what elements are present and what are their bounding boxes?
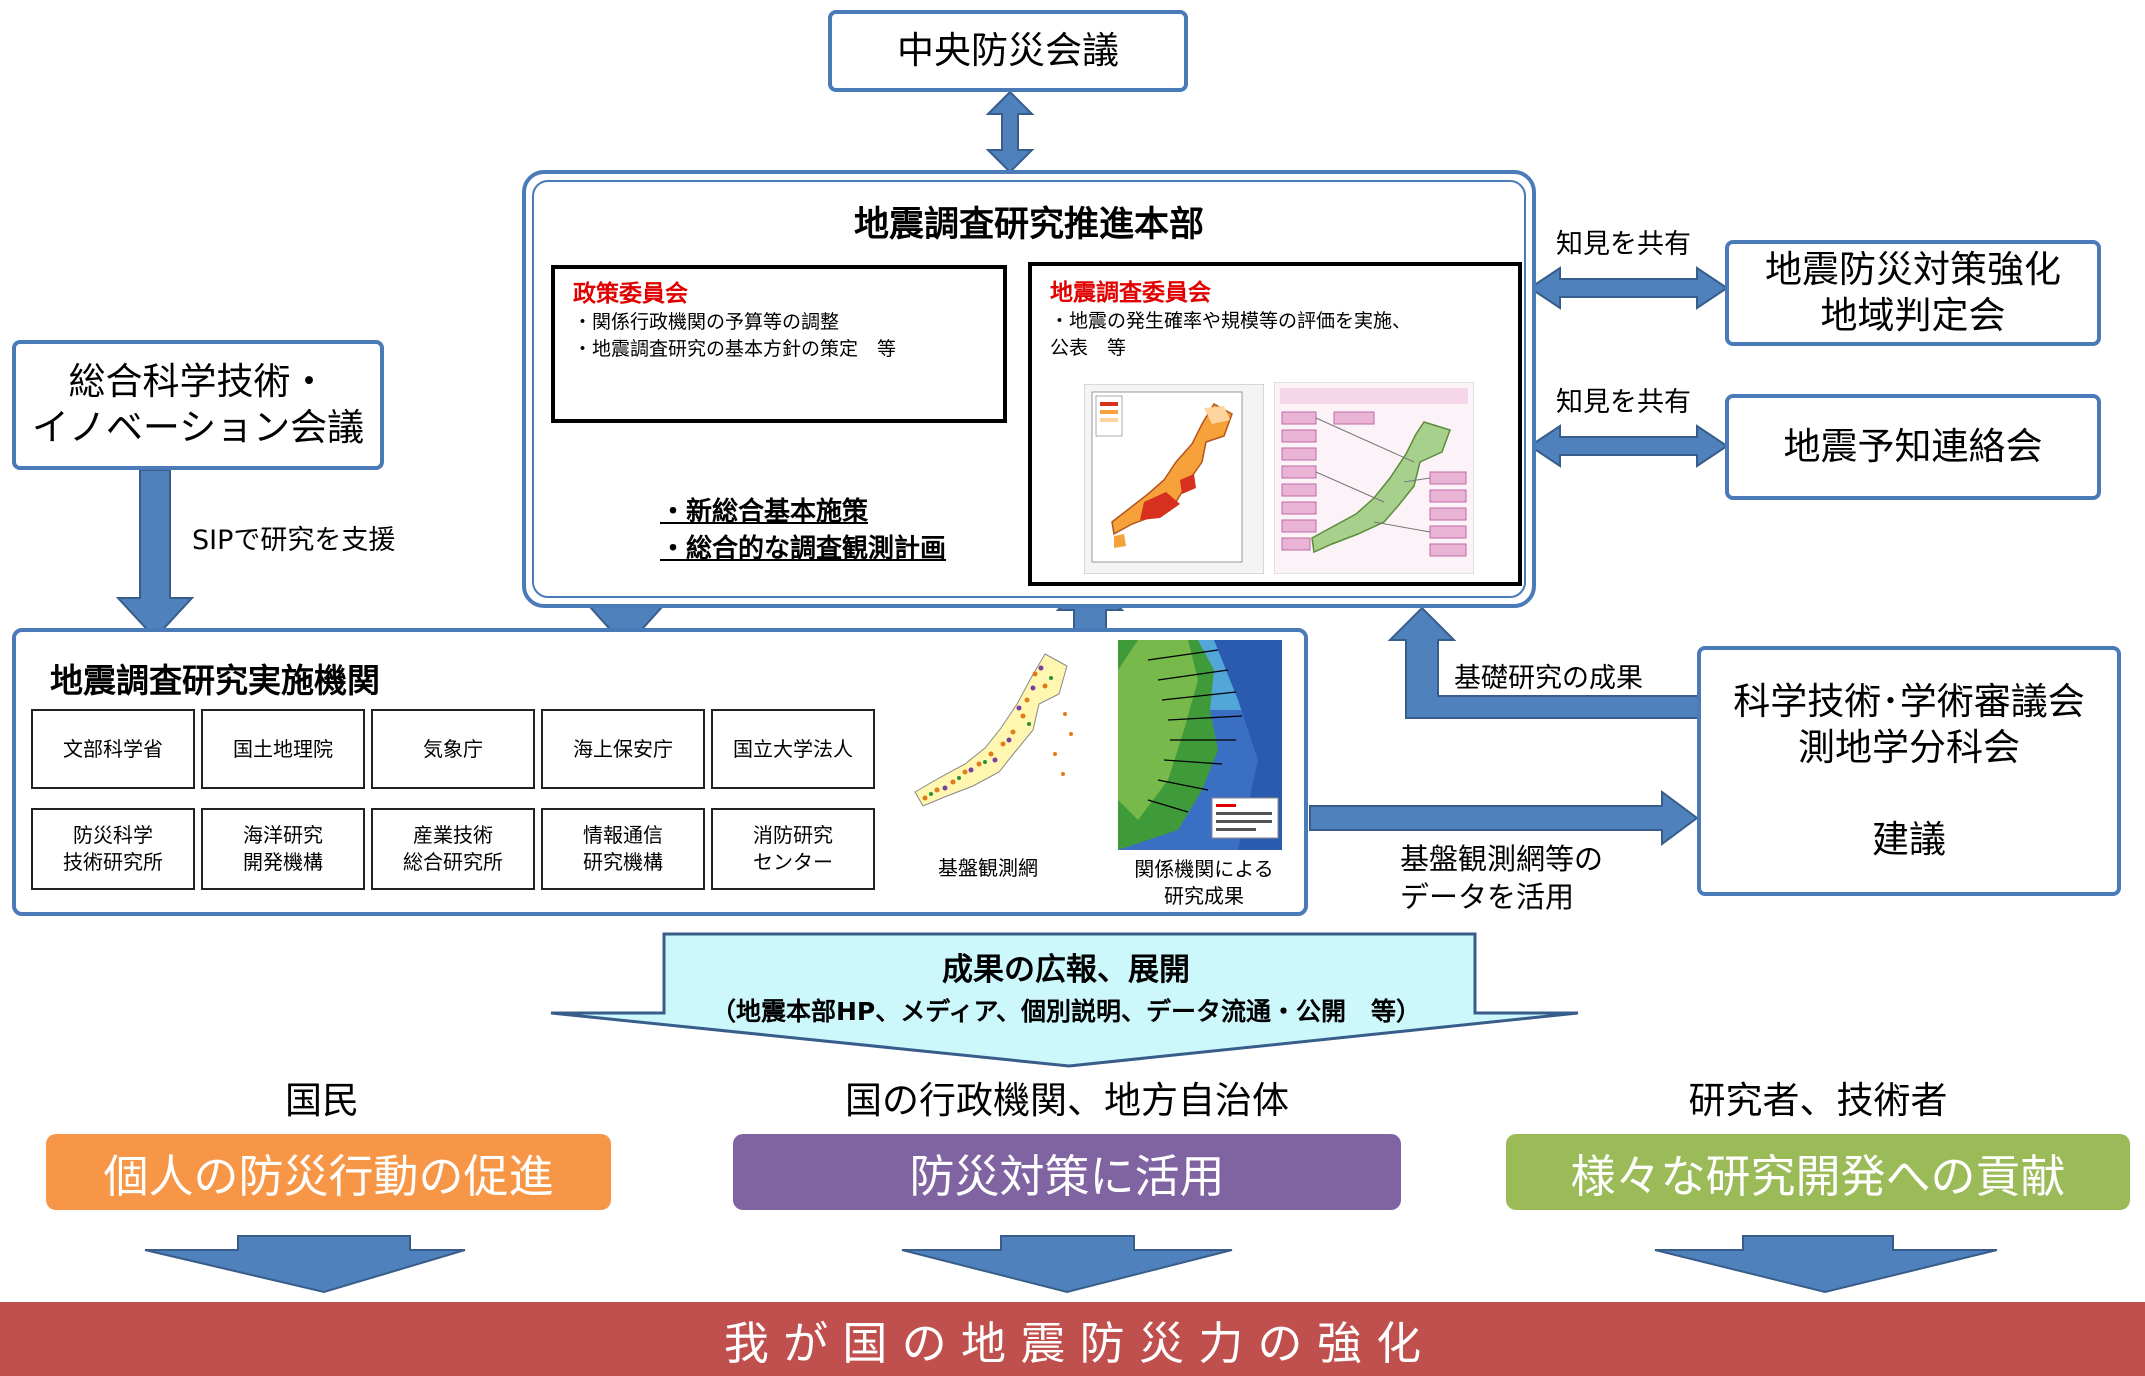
hq-inner-border xyxy=(532,180,1526,598)
effect-citizens-pill: 個人の防災行動の促進 xyxy=(46,1134,611,1210)
down-arrow-right xyxy=(1654,1235,1998,1294)
double-arrow-share-2 xyxy=(1528,424,1729,468)
org-label: 文部科学省 xyxy=(63,736,163,761)
effect-researchers-label: 様々な研究開発への貢献 xyxy=(1570,1149,2066,1203)
org-label: 産業技術 xyxy=(413,823,493,847)
long-term-evaluation-map-image xyxy=(1274,382,1474,574)
audience-citizens-label: 国民 xyxy=(285,1079,359,1122)
research-results-map-image xyxy=(1118,640,1282,850)
org-fire-research-center: 消防研究センター xyxy=(711,808,875,890)
policy-committee-title: 政策委員会 xyxy=(573,281,688,307)
org-national-universities: 国立大学法人 xyxy=(711,709,875,789)
arrow-csti-to-impl xyxy=(115,469,195,640)
central-disaster-council-label: 中央防災会議 xyxy=(897,29,1119,72)
down-arrow-left xyxy=(144,1235,466,1294)
tokai-assessment-line: 地域判定会 xyxy=(1820,294,2006,337)
data-utilization-line: データを活用 xyxy=(1400,880,1575,914)
double-arrow-council-hq xyxy=(985,90,1035,174)
share-knowledge-label: 知見を共有 xyxy=(1556,387,1691,418)
research-results-caption: 関係機関による 研究成果 xyxy=(1124,856,1284,910)
data-utilization-line: 基盤観測網等の xyxy=(1400,842,1604,876)
tokai-assessment-committee-box: 地震防災対策強化 地域判定会 xyxy=(1725,240,2101,346)
hq-title: 地震調査研究推進本部 xyxy=(853,205,1204,245)
earthquake-prediction-liaison-box: 地震予知連絡会 xyxy=(1725,394,2101,500)
national-resilience-bar: 我 が 国 の 地 震 防 災 力 の 強 化 xyxy=(0,1302,2145,1376)
double-arrow-share-1 xyxy=(1528,266,1729,310)
csti-line: イノベーション会議 xyxy=(31,406,365,449)
outreach-detail: （地震本部HP、メディア、個別説明、データ流通・公開 等） xyxy=(711,997,1421,1026)
org-label: 海上保安庁 xyxy=(573,736,673,761)
policy-item: ・関係行政機関の予算等の調整 xyxy=(573,311,840,333)
org-aist: 産業技術総合研究所 xyxy=(371,808,535,890)
org-label: 国土地理院 xyxy=(233,736,333,761)
outreach-title: 成果の広報、展開 xyxy=(942,952,1190,988)
science-council-proposal: 建議 xyxy=(1872,818,1946,861)
org-label: 国立大学法人 xyxy=(733,736,853,761)
national-resilience-label: 我 が 国 の 地 震 防 災 力 の 強 化 xyxy=(723,1316,1422,1370)
csti-line: 総合科学技術・ xyxy=(68,360,328,403)
down-arrow-center xyxy=(901,1235,1233,1294)
audience-researchers-label: 研究者、技術者 xyxy=(1688,1079,1948,1122)
org-gsi: 国土地理院 xyxy=(201,709,365,789)
org-label: 技術研究所 xyxy=(63,850,163,874)
survey-item: ・地震の発生確率や規模等の評価を実施、 xyxy=(1050,310,1412,332)
observation-network-caption: 基盤観測網 xyxy=(938,856,1038,880)
audience-government-label: 国の行政機関、地方自治体 xyxy=(845,1079,1289,1122)
survey-item: 公表 等 xyxy=(1050,337,1127,359)
survey-committee-box: 地震調査委員会 ・地震の発生確率や規模等の評価を実施、 公表 等 xyxy=(1028,262,1522,586)
org-label: センター xyxy=(753,850,833,874)
org-label: 開発機構 xyxy=(243,850,323,874)
policy-committee-box: 政策委員会 ・関係行政機関の予算等の調整 ・地震調査研究の基本方針の策定 等 xyxy=(551,265,1007,423)
sip-support-label: SIPで研究を支援 xyxy=(192,525,396,556)
effect-government-label: 防災対策に活用 xyxy=(909,1149,1225,1203)
outreach-arrow-shape xyxy=(550,932,1579,1068)
central-disaster-council-box: 中央防災会議 xyxy=(828,10,1188,92)
research-results-caption-line: 研究成果 xyxy=(1164,884,1244,908)
data-utilization-label: 基盤観測網等の データを活用 xyxy=(1400,840,1603,916)
survey-committee-title: 地震調査委員会 xyxy=(1050,280,1211,306)
org-label: 気象庁 xyxy=(423,736,483,761)
org-label: 海洋研究 xyxy=(243,823,323,847)
org-label: 情報通信 xyxy=(583,823,663,847)
effect-researchers-pill: 様々な研究開発への貢献 xyxy=(1506,1134,2130,1210)
implementing-institutions-title: 地震調査研究実施機関 xyxy=(50,661,380,700)
tokai-assessment-line: 地震防災対策強化 xyxy=(1765,248,2061,291)
org-nict: 情報通信研究機構 xyxy=(541,808,705,890)
org-jamstec: 海洋研究開発機構 xyxy=(201,808,365,890)
earthquake-prediction-liaison-label: 地震予知連絡会 xyxy=(1783,425,2043,468)
science-council-line: 測地学分科会 xyxy=(1798,726,2020,769)
plan-item: ・総合的な調査観測計画 xyxy=(660,534,947,564)
science-council-line: 科学技術･学術審議会 xyxy=(1733,680,2085,723)
csti-box: 総合科学技術・ イノベーション会議 xyxy=(12,340,384,470)
effect-government-pill: 防災対策に活用 xyxy=(733,1134,1401,1210)
org-jcg: 海上保安庁 xyxy=(541,709,705,789)
observation-network-map-image xyxy=(895,644,1085,844)
policy-item: ・地震調査研究の基本方針の策定 等 xyxy=(573,338,897,360)
effect-citizens-label: 個人の防災行動の促進 xyxy=(103,1149,554,1203)
org-label: 研究機構 xyxy=(583,850,663,874)
basic-research-results-label: 基礎研究の成果 xyxy=(1454,663,1643,694)
org-label: 防災科学 xyxy=(73,823,153,847)
hazard-probability-map-image xyxy=(1084,384,1264,574)
org-nied: 防災科学技術研究所 xyxy=(31,808,195,890)
plan-item: ・新総合基本施策 xyxy=(660,497,869,527)
share-knowledge-label: 知見を共有 xyxy=(1556,229,1691,260)
research-results-caption-line: 関係機関による xyxy=(1134,857,1274,881)
arrow-science-to-hq xyxy=(1387,606,1701,719)
org-label: 総合研究所 xyxy=(403,850,503,874)
plans-list: ・新総合基本施策 ・総合的な調査観測計画 xyxy=(660,494,946,568)
science-council-box: 科学技術･学術審議会 測地学分科会 建議 xyxy=(1697,646,2121,896)
org-label: 消防研究 xyxy=(753,823,833,847)
org-mext: 文部科学省 xyxy=(31,709,195,789)
org-jma: 気象庁 xyxy=(371,709,535,789)
arrow-impl-to-science xyxy=(1309,790,1699,846)
